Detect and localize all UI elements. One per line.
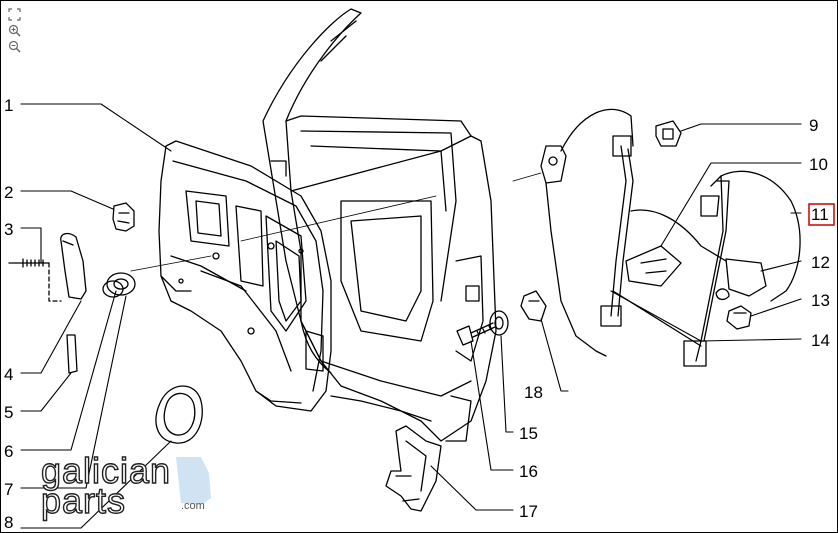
callout-label-8[interactable]: 8 (4, 513, 13, 532)
part-15-washer (489, 310, 509, 336)
callout-label-4[interactable]: 4 (4, 365, 13, 384)
zoom-in-icon (8, 24, 21, 37)
watermark-line2: parts (41, 480, 126, 521)
callout-label-15[interactable]: 15 (519, 424, 538, 443)
callout-label-10[interactable]: 10 (809, 155, 828, 174)
callout-label-12[interactable]: 12 (811, 253, 830, 272)
part-18-clip (520, 290, 547, 322)
zoom-out-button[interactable] (7, 39, 21, 53)
window-regulator-drawing (540, 108, 801, 367)
watermark-domain: .com (181, 500, 205, 512)
callout-label-2[interactable]: 2 (4, 183, 13, 202)
fit-to-screen-button[interactable] (7, 7, 21, 21)
part-8-seal (155, 385, 203, 444)
carrier-plate-drawing (158, 140, 332, 412)
leader-lines (20, 103, 802, 529)
zoom-in-button[interactable] (7, 23, 21, 37)
callout-label-14[interactable]: 14 (811, 331, 830, 350)
watermark-line1: galician (41, 453, 171, 491)
explosion-lines (130, 172, 542, 272)
fit-icon (7, 7, 21, 21)
part-17-bracket (385, 425, 442, 512)
callout-label-7[interactable]: 7 (4, 480, 13, 499)
part-5-strip (66, 334, 78, 374)
part-4-bracket (60, 232, 87, 300)
callout-label-13[interactable]: 13 (811, 291, 830, 310)
callout-label-3[interactable]: 3 (4, 220, 13, 239)
callout-label-5[interactable]: 5 (4, 403, 13, 422)
part-16-bolt (456, 322, 496, 346)
callout-label-11[interactable]: 11 (811, 205, 829, 224)
watermark-logo: galician parts .com (41, 453, 211, 522)
callout-label-9[interactable]: 9 (809, 116, 818, 135)
part-3-screw (8, 258, 50, 268)
zoom-out-icon (8, 40, 21, 53)
part-7-grommet (102, 272, 136, 298)
callout-label-18[interactable]: 18 (524, 383, 543, 402)
part-9-bumper (655, 120, 682, 147)
callout-label-6[interactable]: 6 (4, 442, 13, 461)
part-13-nut (726, 305, 752, 330)
callout-label-1[interactable]: 1 (4, 96, 13, 115)
callout-label-17[interactable]: 17 (519, 502, 538, 521)
part-3-leader-dash (48, 262, 62, 302)
door-shell-drawing (262, 8, 497, 442)
callout-label-16[interactable]: 16 (519, 462, 538, 481)
selected-callout-box (808, 203, 835, 226)
part-2-clip (112, 202, 135, 232)
